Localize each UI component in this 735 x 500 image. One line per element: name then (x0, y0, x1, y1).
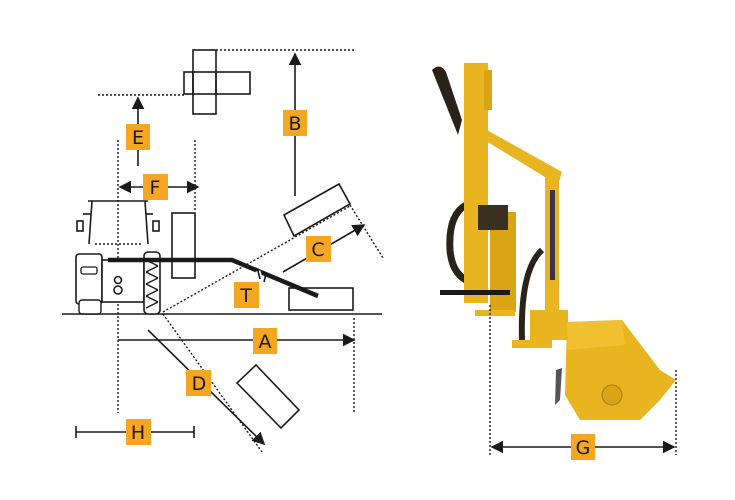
svg-text:C: C (311, 239, 324, 261)
dimension-label-g: G (571, 434, 595, 460)
svg-text:T: T (239, 285, 252, 307)
svg-text:D: D (192, 373, 207, 395)
head-position-ground (288, 287, 354, 311)
svg-text:B: B (288, 113, 301, 135)
dimension-label-t: T (234, 282, 259, 308)
dimension-label-f: F (143, 174, 168, 200)
dimension-label-a: A (253, 328, 277, 354)
svg-text:E: E (132, 127, 144, 149)
dimension-label-c: C (306, 236, 331, 262)
dimension-label-h: H (126, 419, 151, 445)
dimension-label-b: B (283, 110, 307, 136)
dimension-label-d: D (186, 370, 211, 396)
svg-text:H: H (131, 422, 145, 444)
svg-text:G: G (576, 437, 591, 459)
head-position-top-horizontal (183, 71, 251, 95)
schematic (62, 49, 384, 453)
svg-text:A: A (259, 331, 272, 353)
tractor-rear-view (75, 200, 161, 315)
head-position-tilted-up (282, 182, 352, 238)
arm (108, 257, 319, 299)
head-position-vertical (171, 212, 196, 279)
dimension-label-e: E (126, 124, 150, 150)
svg-text:F: F (150, 177, 161, 199)
head-position-tilted-down (235, 363, 301, 430)
hedge-cutter-machine-photo (432, 63, 676, 420)
